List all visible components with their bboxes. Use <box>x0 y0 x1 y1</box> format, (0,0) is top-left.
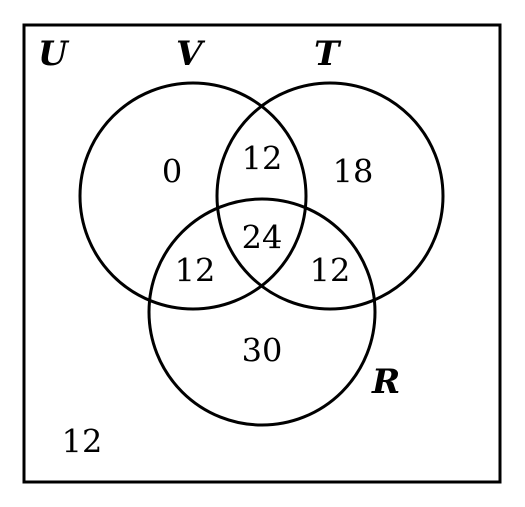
circle-v <box>78 81 308 311</box>
circle-r <box>147 197 377 427</box>
region-v-and-t: 12 <box>242 140 283 178</box>
region-t-and-r: 12 <box>310 252 351 290</box>
region-v-only: 0 <box>162 153 182 191</box>
universe-rectangle <box>22 23 502 484</box>
circle-t <box>215 81 445 311</box>
region-outside: 12 <box>62 423 103 461</box>
region-v-and-r: 12 <box>175 252 216 290</box>
region-t-only: 18 <box>333 153 374 191</box>
universe-label: U <box>38 34 70 74</box>
set-label-r: R <box>371 362 400 402</box>
set-label-t: T <box>314 34 342 74</box>
set-label-v: V <box>176 34 206 74</box>
region-r-only: 30 <box>242 332 283 370</box>
region-v-t-r: 24 <box>242 219 283 257</box>
